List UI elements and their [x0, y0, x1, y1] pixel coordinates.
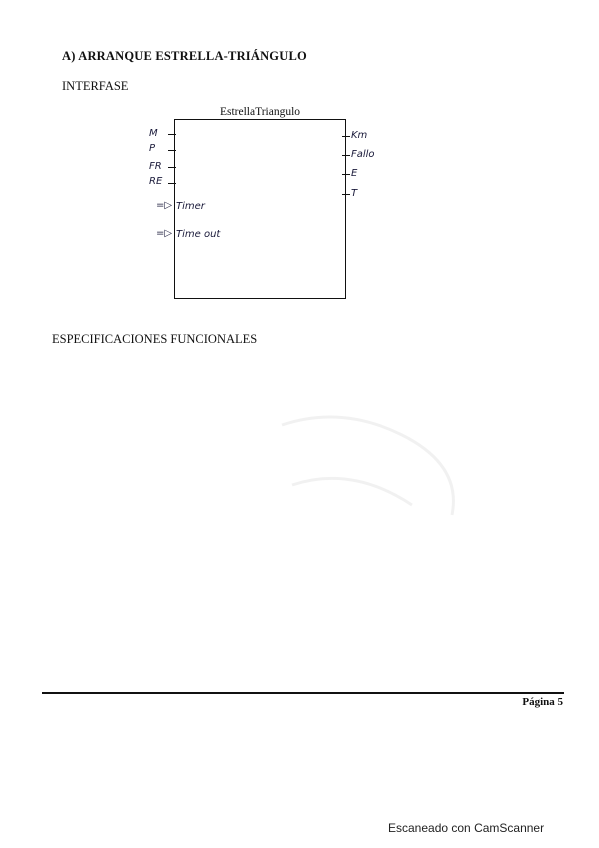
block-name: EstrellaTriangulo — [219, 106, 301, 118]
page-number: Página 5 — [522, 696, 563, 708]
input-tick — [168, 183, 176, 184]
output-tick — [342, 194, 350, 195]
input-label: P — [149, 143, 156, 154]
scanner-watermark: Escaneado con CamScanner — [388, 821, 545, 835]
timer-arrow-icon: =▷ — [156, 200, 173, 211]
function-block — [174, 119, 346, 299]
output-label: Km — [351, 130, 368, 141]
output-label: E — [351, 168, 358, 179]
input-label: RE — [149, 176, 163, 187]
timeout-arrow-icon: =▷ — [156, 228, 173, 239]
section-title: A) ARRANQUE ESTRELLA-TRIÁNGULO — [62, 49, 307, 63]
output-label: T — [351, 188, 358, 199]
input-tick — [168, 150, 176, 151]
bleed-through-mark — [281, 415, 455, 516]
output-tick — [342, 136, 350, 137]
input-tick — [168, 134, 176, 135]
input-tick — [168, 167, 176, 168]
output-tick — [342, 155, 350, 156]
output-label: Fallo — [351, 149, 375, 160]
timer-input-label: Timer — [176, 201, 205, 212]
input-label: M — [149, 128, 158, 139]
footer-divider — [42, 692, 564, 694]
timeout-input-label: Time out — [176, 229, 221, 240]
specs-heading: ESPECIFICACIONES FUNCIONALES — [52, 332, 258, 346]
output-tick — [342, 174, 350, 175]
input-label: FR — [149, 161, 162, 172]
interface-heading: INTERFASE — [62, 79, 129, 93]
